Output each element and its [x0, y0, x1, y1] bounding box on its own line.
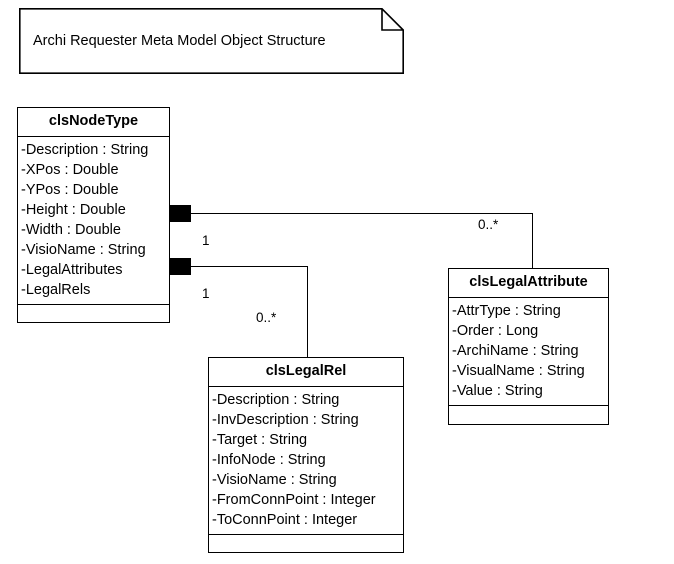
association-segment-vertical — [307, 266, 308, 358]
class-attribute: -Description : String — [212, 391, 340, 408]
class-attribute: -Target : String — [212, 431, 308, 448]
composition-diamond-icon — [169, 205, 191, 222]
note-text: Archi Requester Meta Model Object Struct… — [33, 33, 326, 49]
class-operations-clslegalrel — [209, 535, 403, 560]
class-attribute: -Value : String — [452, 382, 543, 399]
class-operations-clsnodetype — [18, 305, 169, 330]
association-segment-horizontal — [188, 266, 308, 267]
multiplicity-target: 0..* — [478, 217, 499, 232]
class-attribute: -AttrType : String — [452, 302, 561, 319]
class-attributes-clslegalrel: -Description : String -InvDescription : … — [209, 387, 403, 535]
class-attribute: -VisioName : String — [212, 471, 337, 488]
class-attribute: -VisualName : String — [452, 362, 585, 379]
association-segment-vertical — [532, 213, 533, 269]
class-attribute: -InvDescription : String — [212, 411, 359, 428]
class-attribute: -Width : Double — [21, 221, 121, 238]
class-attribute: -LegalRels — [21, 281, 91, 298]
class-operations-clslegalattribute — [449, 406, 608, 431]
class-box-clslegalattribute[interactable]: clsLegalAttribute -AttrType : String -Or… — [448, 268, 609, 425]
multiplicity-target: 0..* — [256, 310, 277, 325]
class-attribute: -VisioName : String — [21, 241, 146, 258]
class-attribute: -InfoNode : String — [212, 451, 326, 468]
diagram-note[interactable]: Archi Requester Meta Model Object Struct… — [19, 8, 404, 74]
class-attribute: -Description : String — [21, 141, 149, 158]
class-attribute: -FromConnPoint : Integer — [212, 491, 376, 508]
class-box-clsnodetype[interactable]: clsNodeType -Description : String -XPos … — [17, 107, 170, 323]
class-attribute: -Height : Double — [21, 201, 126, 218]
class-attribute: -LegalAttributes — [21, 261, 123, 278]
class-attribute: -Order : Long — [452, 322, 539, 339]
note-shape-icon — [19, 8, 404, 74]
class-attribute: -ToConnPoint : Integer — [212, 511, 358, 528]
multiplicity-source: 1 — [202, 233, 210, 248]
class-name-clslegalrel: clsLegalRel — [209, 358, 403, 387]
multiplicity-source: 1 — [202, 286, 210, 301]
class-attribute: -YPos : Double — [21, 181, 119, 198]
class-attributes-clslegalattribute: -AttrType : String -Order : Long -ArchiN… — [449, 298, 608, 406]
composition-diamond-icon — [169, 258, 191, 275]
class-attribute: -XPos : Double — [21, 161, 119, 178]
class-name-clslegalattribute: clsLegalAttribute — [449, 269, 608, 298]
class-attributes-clsnodetype: -Description : String -XPos : Double -YP… — [18, 137, 169, 305]
association-segment-horizontal — [188, 213, 533, 214]
class-attribute: -ArchiName : String — [452, 342, 579, 359]
class-box-clslegalrel[interactable]: clsLegalRel -Description : String -InvDe… — [208, 357, 404, 553]
class-name-clsnodetype: clsNodeType — [18, 108, 169, 137]
